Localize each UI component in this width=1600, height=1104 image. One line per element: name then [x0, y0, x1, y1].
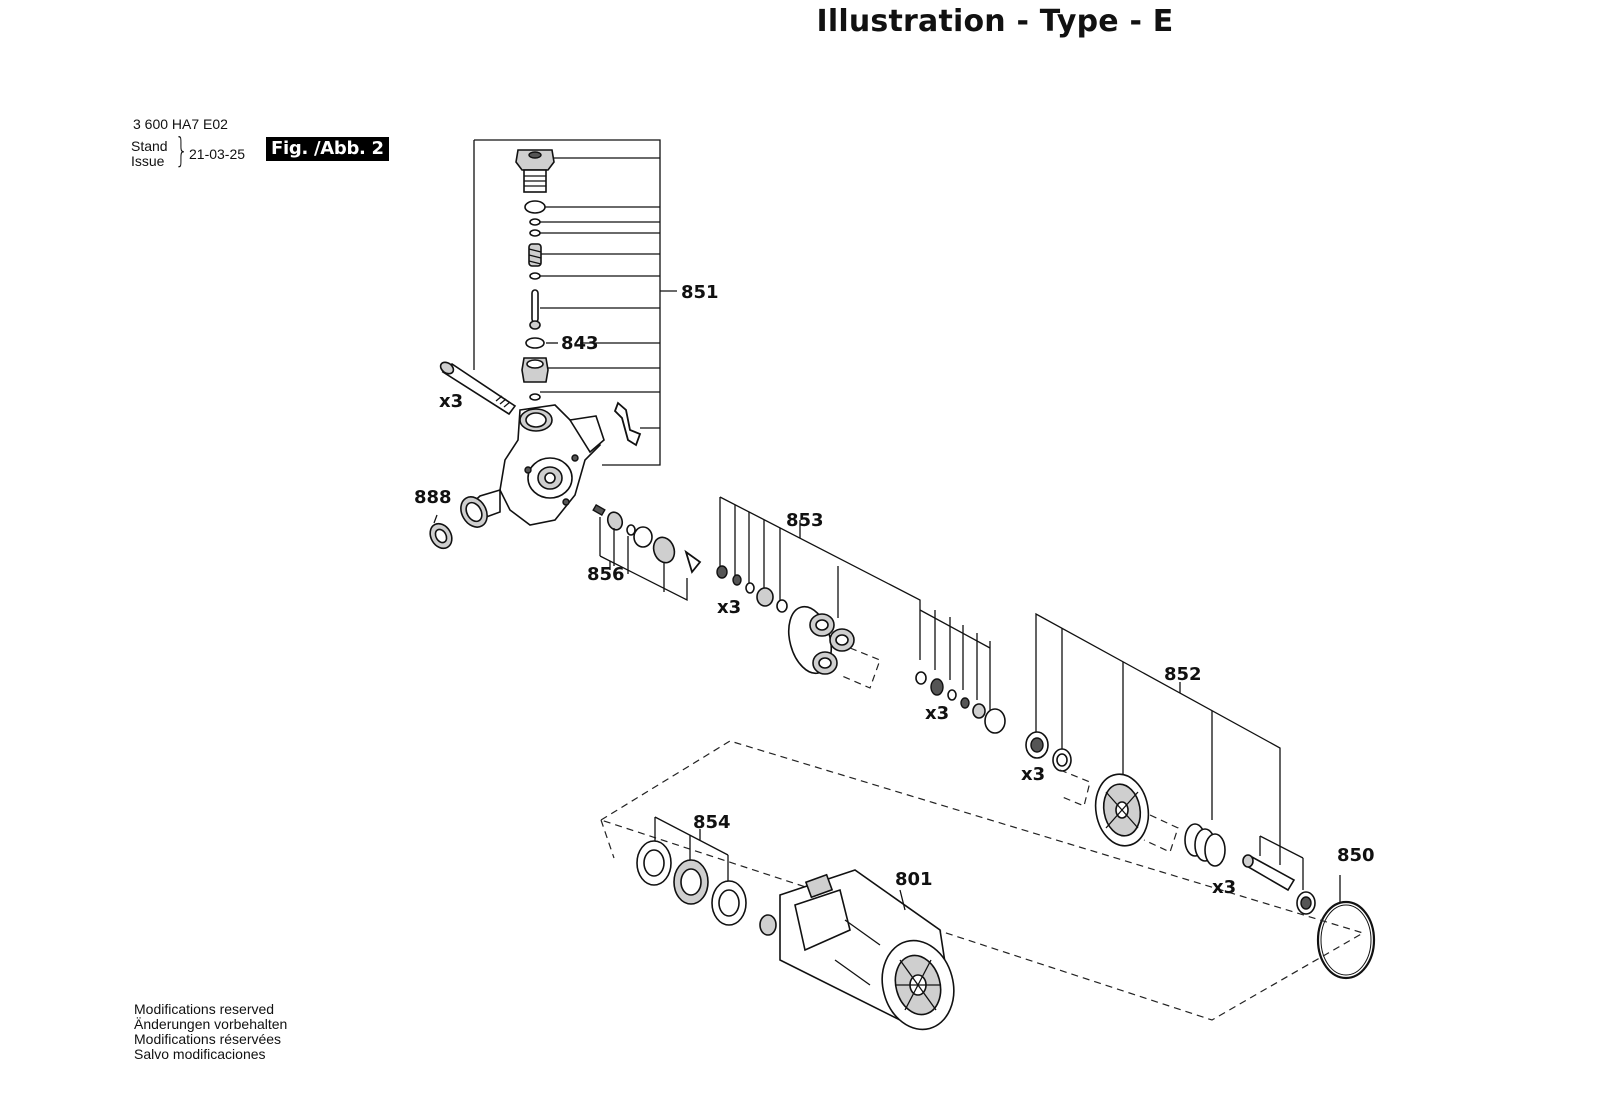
bracket-856	[599, 517, 688, 602]
callout-801: 801	[895, 869, 933, 890]
thrust-washer-2	[711, 880, 747, 926]
valve-set-a	[716, 565, 788, 613]
swash-plate	[1059, 769, 1179, 853]
valve-spring	[528, 243, 542, 267]
group-856-parts	[592, 503, 702, 574]
note-line: Salvo modificaciones	[134, 1046, 266, 1062]
assembly-dashed-outline	[600, 740, 1365, 1021]
valve-block	[787, 605, 881, 689]
callout-854: 854	[693, 812, 731, 833]
note-line: Modifications reserved	[134, 1001, 275, 1017]
quantity-label: x3	[1021, 764, 1045, 785]
stand-label: Stand	[131, 138, 168, 154]
callout-852: 852	[1164, 664, 1202, 685]
quantity-label: x3	[925, 703, 949, 724]
valve-nut	[521, 357, 549, 383]
quantity-label: x3	[1212, 877, 1236, 898]
motor-801	[759, 869, 955, 1031]
bracket-851	[473, 139, 677, 466]
washer	[529, 229, 541, 237]
modifications-notice: Modifications reserved Änderungen vorbeh…	[134, 1002, 287, 1062]
issue-date: 21-03-25	[189, 146, 246, 162]
part-number: 3 600 HA7 E02	[133, 116, 228, 132]
o-ring-843	[525, 337, 545, 349]
piston-rod	[1242, 854, 1296, 892]
valve-plug	[515, 149, 555, 193]
large-o-ring-inner	[1320, 904, 1372, 976]
inlet-filter-888	[429, 514, 453, 550]
wire-clip	[613, 401, 642, 447]
quantity-label: x3	[439, 391, 463, 412]
piston-spring	[1184, 823, 1226, 867]
o-ring	[524, 200, 546, 214]
pump-head-housing	[460, 404, 605, 528]
callout-851: 851	[681, 282, 719, 303]
seal-set	[1025, 731, 1072, 772]
bracket-piston	[1259, 835, 1304, 890]
long-bolt	[439, 361, 517, 416]
note-line: Änderungen vorbehalten	[134, 1016, 288, 1032]
valve-set-b	[915, 671, 1006, 734]
washer	[529, 272, 541, 280]
large-o-ring-850	[1316, 900, 1376, 980]
thrust-washer	[636, 840, 672, 886]
quantity-label: x3	[717, 597, 741, 618]
issue-label: Issue	[131, 153, 165, 169]
bracket-853	[719, 496, 991, 710]
callout-853: 853	[786, 510, 824, 531]
piston-seal-inner	[1300, 896, 1312, 910]
page-title: Illustration - Type - E	[816, 4, 1174, 39]
thrust-bearing	[673, 859, 709, 905]
brace-symbol: }	[175, 131, 188, 171]
figure-badge: Fig. /Abb. 2	[266, 137, 389, 161]
callout-850: 850	[1337, 845, 1375, 866]
callout-856: 856	[587, 564, 625, 585]
bracket-852	[1035, 612, 1281, 865]
washer	[529, 218, 541, 226]
callout-843: 843	[561, 333, 599, 354]
valve-pin	[529, 289, 541, 330]
note-line: Modifications réservées	[134, 1031, 282, 1047]
washer	[529, 393, 541, 401]
callout-888: 888	[414, 487, 452, 508]
